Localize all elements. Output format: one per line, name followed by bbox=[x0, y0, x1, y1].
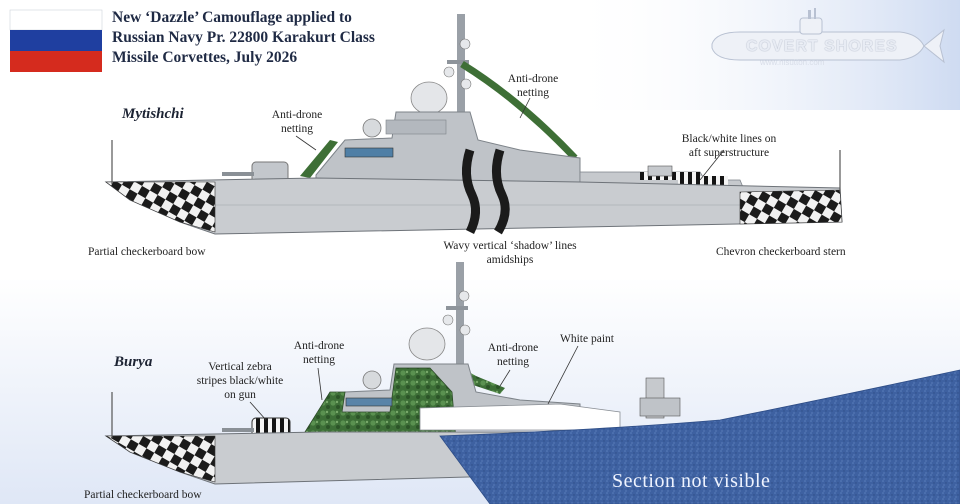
ship-mytishchi bbox=[104, 14, 843, 235]
page-title: New ‘Dazzle’ Camouflage applied to Russi… bbox=[112, 8, 375, 68]
covert-shores-logo bbox=[711, 8, 945, 64]
annotation-top-antidrone-mast: Anti-drone netting bbox=[507, 73, 559, 99]
annotation-top-bow: Partial checkerboard bow bbox=[88, 246, 206, 258]
burya-windows bbox=[345, 397, 393, 407]
mytishchi-mast-netting bbox=[460, 61, 578, 161]
mytishchi-checkerboard-stern bbox=[739, 189, 843, 225]
annotation-bottom-white-paint: White paint bbox=[560, 333, 614, 345]
annotation-top-antidrone-left: Anti-drone netting bbox=[271, 109, 323, 135]
title-line-2: Russian Navy Pr. 22800 Karakurt Class bbox=[112, 29, 375, 46]
title-line-3: Missile Corvettes, July 2026 bbox=[112, 49, 298, 66]
section-not-visible-label: Section not visible bbox=[612, 470, 771, 492]
burya-mast bbox=[442, 262, 471, 374]
logo-text: COVERT SHORES bbox=[746, 38, 898, 55]
annotation-top-aft-lines: Black/white lines on aft superstructure bbox=[681, 133, 777, 159]
logo-url: www.hisutton.com bbox=[760, 58, 825, 67]
mytishchi-windows bbox=[344, 147, 394, 158]
mytishchi-wavy-line-1 bbox=[462, 148, 480, 235]
mytishchi-wavy-line-2 bbox=[492, 148, 510, 235]
russian-flag bbox=[9, 9, 103, 72]
burya-aft-crane bbox=[639, 377, 681, 419]
mytishchi-aft-lines bbox=[640, 165, 728, 186]
annotation-bottom-antidrone-right: Anti-drone netting bbox=[487, 342, 539, 368]
sea-cover bbox=[439, 369, 960, 504]
burya-sensor bbox=[362, 370, 382, 390]
ship-name-burya: Burya bbox=[114, 354, 153, 370]
burya-radome bbox=[408, 327, 446, 361]
leader-lines bbox=[249, 97, 725, 421]
burya-checkerboard-bow bbox=[105, 435, 216, 483]
burya-mast-netting bbox=[462, 368, 505, 394]
mytishchi-left-netting bbox=[300, 140, 338, 178]
burya-aft-structure bbox=[419, 403, 621, 431]
mytishchi-sensor bbox=[362, 118, 382, 138]
annotation-bottom-zebra: Vertical zebra stripes black/white on gu… bbox=[196, 361, 284, 401]
annotation-bottom-antidrone-left: Anti-drone netting bbox=[293, 340, 345, 366]
annotation-bottom-bow: Partial checkerboard bow bbox=[84, 489, 202, 501]
annotation-top-stern: Chevron checkerboard stern bbox=[716, 246, 846, 258]
mytishchi-mast bbox=[443, 14, 472, 124]
mytishchi-radome bbox=[410, 81, 448, 115]
annotation-top-wavy: Wavy vertical ‘shadow’ lines amidships bbox=[443, 240, 577, 266]
title-line-1: New ‘Dazzle’ Camouflage applied to bbox=[112, 9, 352, 26]
mytishchi-checkerboard-bow bbox=[105, 181, 216, 233]
ship-name-mytishchi: Mytishchi bbox=[122, 106, 184, 122]
